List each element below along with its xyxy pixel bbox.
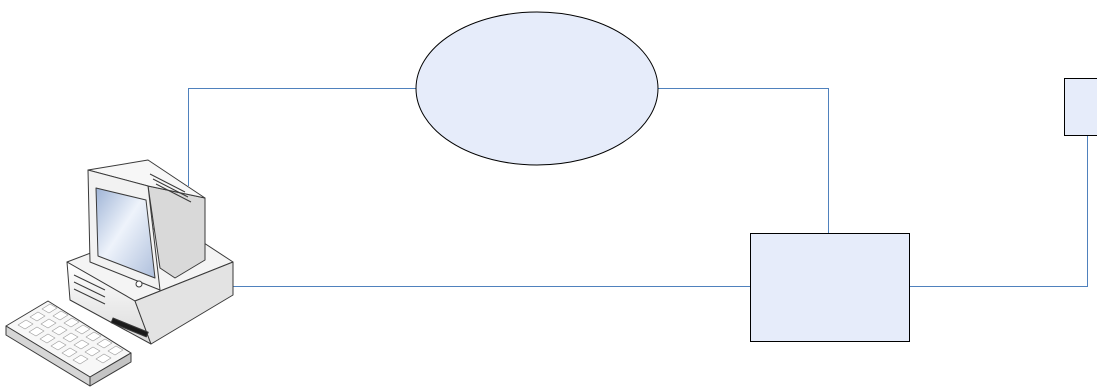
ellipse-node[interactable] <box>416 12 658 165</box>
connector-rectangle-to-small-rectangle <box>910 136 1088 287</box>
rectangle-node[interactable] <box>751 234 910 342</box>
connector-ellipse-to-rectangle <box>658 89 829 234</box>
small-rectangle-node[interactable] <box>1065 79 1097 136</box>
desktop-computer-icon[interactable] <box>6 160 233 386</box>
connector-computer-to-ellipse <box>189 89 417 187</box>
power-button-icon <box>136 281 142 287</box>
